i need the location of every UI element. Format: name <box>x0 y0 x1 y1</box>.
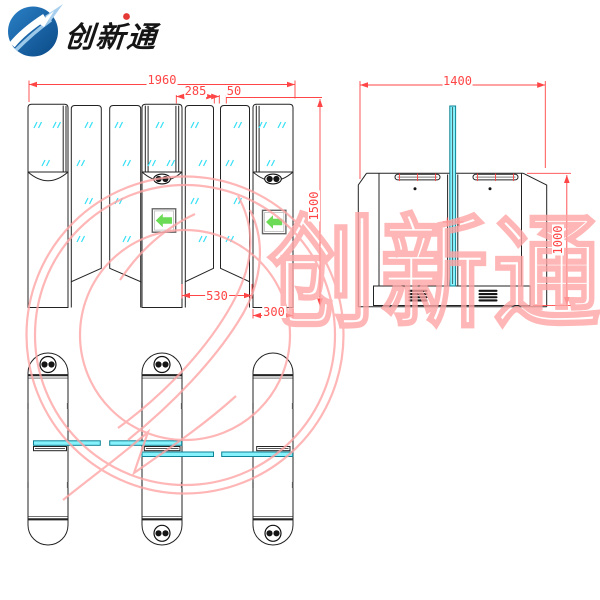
cabinet <box>252 171 294 308</box>
center-cross-marks <box>442 217 464 227</box>
front-view <box>27 80 323 319</box>
glass-wing <box>70 105 102 283</box>
dim-cabinet-height-label: 1000 <box>550 224 565 255</box>
dim-overall-width-label: 1960 <box>146 73 178 87</box>
glass-wing <box>220 105 250 283</box>
cabinet <box>27 171 69 308</box>
side-view <box>357 81 571 308</box>
wing-slot-plan <box>33 446 291 452</box>
logo-red-dot-icon <box>123 13 130 20</box>
dim-lane-width-label: 530 <box>205 288 229 303</box>
oval-reader-indicator-icon <box>153 173 171 185</box>
brand-text: 创新通 <box>63 22 160 54</box>
wing-blade-plan <box>141 451 214 457</box>
dim-wing-width-label: 285 <box>183 84 208 98</box>
cabinet <box>141 171 183 308</box>
dim-wing-gap-label: 50 <box>225 84 243 98</box>
logo-mark-icon <box>8 4 63 57</box>
glass-panel <box>141 103 183 173</box>
twin-dot-circle-icon <box>153 355 171 374</box>
wing-blade-plan <box>109 440 183 446</box>
vent-grille-icon <box>478 289 498 302</box>
twin-dot-circle-icon <box>39 355 57 374</box>
oval-reader-indicator-icon <box>264 173 282 185</box>
green-left-arrow-icon <box>151 208 177 233</box>
wing-blade-plan <box>221 451 294 457</box>
dim-height-label: 1500 <box>306 190 321 222</box>
glass-wing <box>109 105 142 283</box>
glass-wing <box>184 105 214 283</box>
dim-depth-label: 1400 <box>442 73 473 88</box>
twin-dot-circle-icon <box>153 524 171 542</box>
green-left-arrow-icon <box>261 209 287 235</box>
glass-panel <box>27 103 69 173</box>
plan-view <box>27 352 294 546</box>
dim-cabinet-width-label: 300 <box>262 305 286 319</box>
twin-dot-circle-icon <box>264 524 282 542</box>
side-dimension-lines <box>359 81 571 307</box>
wing-blade-plan <box>33 440 101 446</box>
company-logo <box>8 4 130 57</box>
cabinet-base <box>373 285 531 306</box>
glass-panel <box>252 103 294 173</box>
vent-grille-icon <box>408 289 428 302</box>
